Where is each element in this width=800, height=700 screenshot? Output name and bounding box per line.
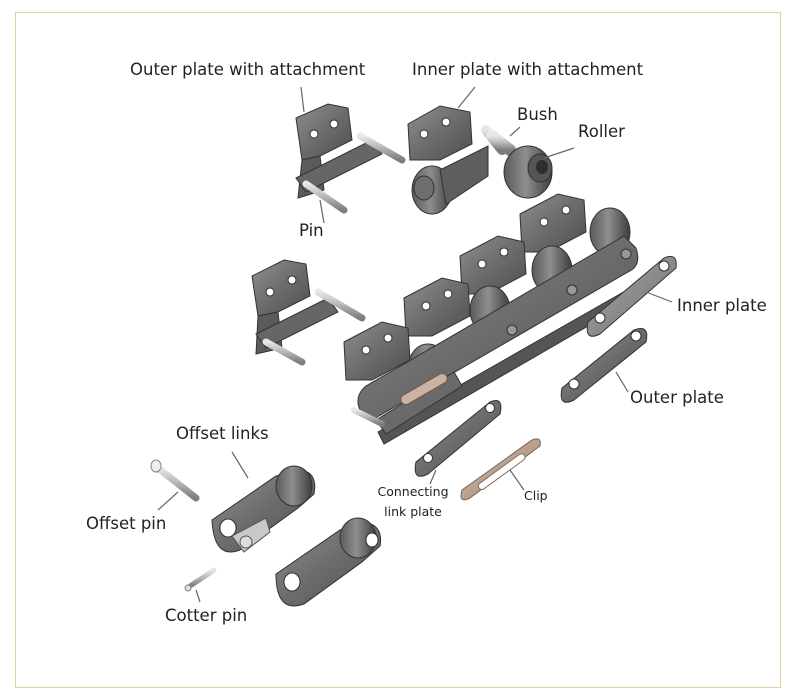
label-offset-pin: Offset pin (86, 516, 166, 533)
roller-part (504, 146, 552, 198)
cotter-pin-part (185, 570, 214, 591)
label-connecting-link-plate-line1: Connecting (376, 486, 450, 499)
label-cotter-pin: Cotter pin (165, 608, 247, 625)
label-outer-plate: Outer plate (630, 390, 724, 407)
label-roller: Roller (578, 124, 625, 141)
label-bush: Bush (517, 107, 558, 124)
label-outer-plate-with-attachment: Outer plate with attachment (130, 62, 365, 79)
offset-link-lower-part (276, 518, 381, 606)
label-inner-plate-with-attachment: Inner plate with attachment (412, 62, 643, 79)
inner-plate-with-attachment-part (408, 106, 502, 214)
offset-pin-part (151, 460, 196, 498)
label-inner-plate: Inner plate (677, 298, 767, 315)
label-pin: Pin (299, 223, 324, 240)
label-connecting-link-plate: Connecting link plate (376, 486, 450, 518)
label-clip: Clip (524, 490, 548, 503)
outer-plate-with-attachment-part (296, 104, 402, 210)
label-offset-links: Offset links (176, 426, 269, 443)
label-connecting-link-plate-line2: link plate (376, 506, 450, 519)
offset-link-upper-part (212, 466, 315, 552)
